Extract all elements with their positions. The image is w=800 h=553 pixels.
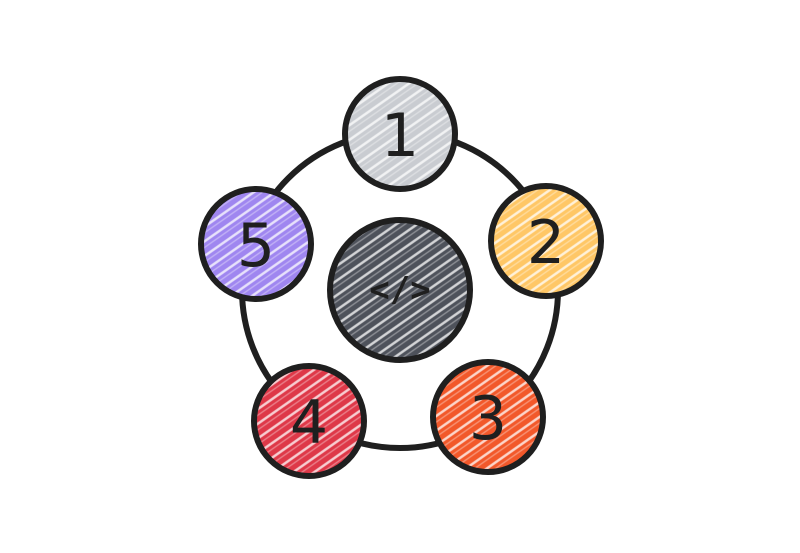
node-1-label: 1 [381, 101, 419, 171]
node-4-hatch [257, 369, 361, 473]
node-3-hatch [436, 365, 540, 469]
node-3-label: 3 [469, 384, 507, 454]
node-1-hatch [348, 82, 452, 186]
node-2-hatch [494, 189, 598, 293]
node-3: 3 [430, 359, 546, 475]
node-2: 2 [488, 183, 604, 299]
node-5-label: 5 [237, 211, 275, 281]
node-2-label: 2 [527, 208, 565, 278]
node-4-label: 4 [290, 388, 328, 458]
center-hub-hatch [333, 223, 467, 357]
node-5-hatch [204, 192, 308, 296]
node-4: 4 [251, 363, 367, 479]
node-5: 5 [198, 186, 314, 302]
center-hub: </> [327, 217, 473, 363]
node-1: 1 [342, 76, 458, 192]
code-icon: </> [369, 270, 430, 310]
